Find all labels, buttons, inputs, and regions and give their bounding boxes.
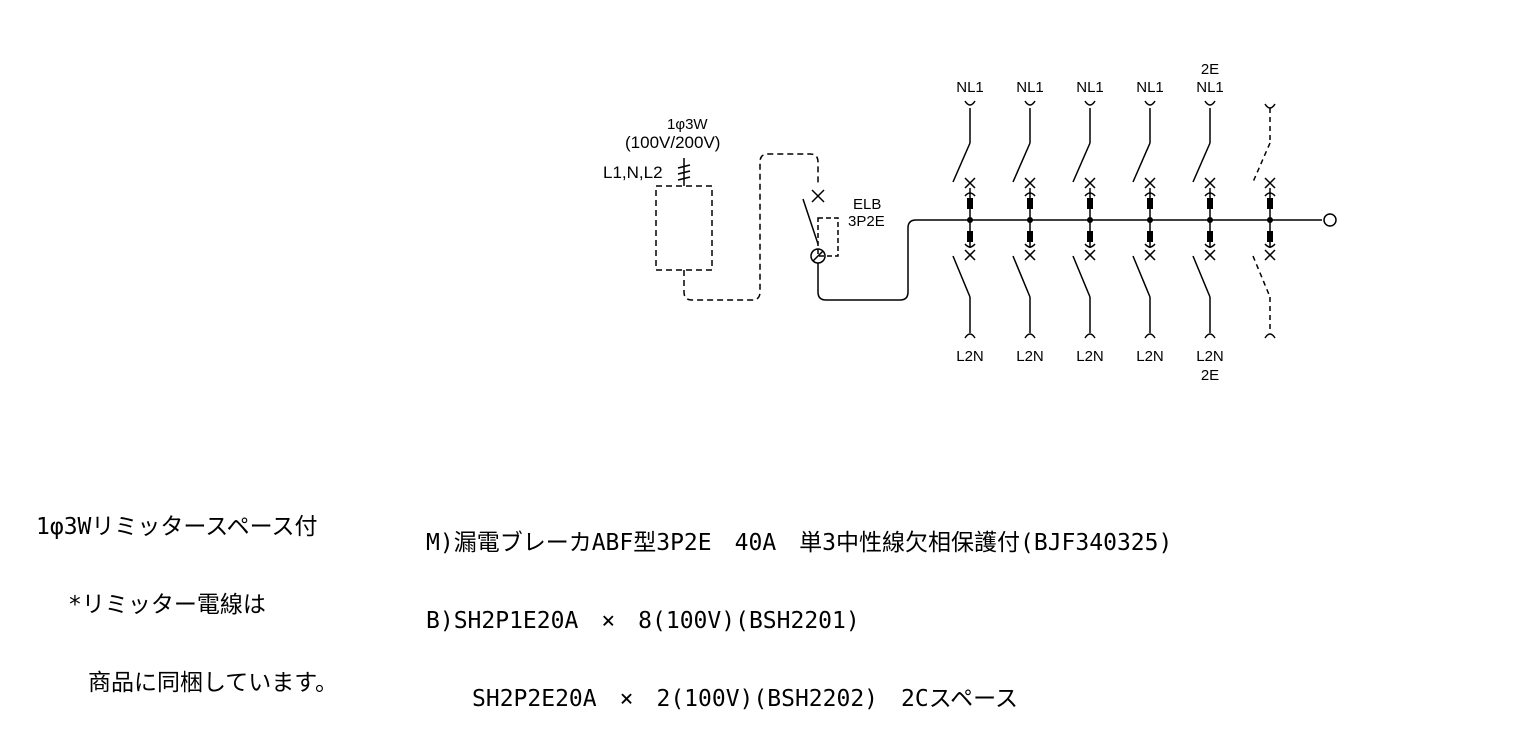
bottom-terminal bbox=[1024, 333, 1036, 339]
top-terminal bbox=[964, 100, 976, 106]
bus-bar-terminal bbox=[1323, 213, 1337, 227]
lower-x-mark bbox=[1204, 249, 1216, 261]
limiter-note-line3: 商品に同梱しています。 bbox=[88, 670, 339, 696]
wiring-diagram: 1φ3W (100V/200V) L1,N,L2 ELB 3P2E NL1L2N… bbox=[603, 61, 1337, 384]
upper-x-mark bbox=[1264, 177, 1276, 189]
top-contact bbox=[1072, 142, 1091, 183]
top-circuit-label: NL1 bbox=[1136, 79, 1164, 96]
lower-arc bbox=[1144, 243, 1156, 248]
bus-junction-dot bbox=[1147, 217, 1153, 223]
top-contact bbox=[1252, 142, 1271, 183]
limiter-wire-dashed bbox=[683, 153, 819, 301]
bottom-terminal bbox=[964, 333, 976, 339]
main-breaker-type: 3P2E bbox=[848, 213, 885, 230]
spec-notes: M)漏電ブレーカABF型3P2E 40A 単3中性線欠相保護付(BJF34032… bbox=[426, 478, 1172, 738]
bottom-circuit-label: L2N bbox=[1196, 348, 1224, 365]
lower-x-mark bbox=[1024, 249, 1036, 261]
bottom-2e-label: 2E bbox=[1201, 367, 1219, 384]
upper-x-mark bbox=[1204, 177, 1216, 189]
three-wire-tick-marks bbox=[677, 158, 691, 186]
supply-lines-label: L1,N,L2 bbox=[603, 163, 663, 182]
lower-arc bbox=[1024, 243, 1036, 248]
top-circuit-label: NL1 bbox=[1196, 79, 1224, 96]
upper-junction-block bbox=[1207, 198, 1213, 209]
top-terminal bbox=[1204, 100, 1216, 106]
lower-x-mark bbox=[964, 249, 976, 261]
lower-x-mark bbox=[1084, 249, 1096, 261]
bottom-circuit-label: L2N bbox=[1016, 348, 1044, 365]
lower-arc bbox=[1264, 243, 1276, 248]
bottom-terminal bbox=[1264, 333, 1276, 339]
upper-x-mark bbox=[1144, 177, 1156, 189]
bottom-contact bbox=[1072, 255, 1091, 298]
top-circuit-label: NL1 bbox=[1016, 79, 1044, 96]
top-terminal bbox=[1024, 100, 1036, 106]
lower-junction-block bbox=[1027, 231, 1033, 242]
upper-junction-block bbox=[1087, 198, 1093, 209]
limiter-note-line2: *リミッター電線は bbox=[68, 592, 266, 618]
bottom-terminal bbox=[1144, 333, 1156, 339]
bus-junction-dot bbox=[1267, 217, 1273, 223]
lower-x-mark bbox=[1144, 249, 1156, 261]
branch-breaker bbox=[952, 100, 976, 339]
lower-junction-block bbox=[1087, 231, 1093, 242]
bottom-terminal bbox=[1084, 333, 1096, 339]
top-contact bbox=[952, 142, 971, 183]
top-terminal bbox=[1144, 100, 1156, 106]
upper-x-mark bbox=[964, 177, 976, 189]
spec-note-line3: SH2P2E20A × 2(100V)(BSH2202) 2Cスペース bbox=[472, 686, 1018, 712]
bottom-contact bbox=[952, 255, 971, 298]
bottom-contact bbox=[1252, 255, 1271, 298]
top-terminal bbox=[1084, 100, 1096, 106]
bottom-contact bbox=[1192, 255, 1211, 298]
top-circuit-label: NL1 bbox=[1076, 79, 1104, 96]
limiter-space-box bbox=[655, 185, 713, 271]
bus-junction-dot bbox=[967, 217, 973, 223]
upper-junction-block bbox=[1027, 198, 1033, 209]
bus-junction-dot bbox=[1087, 217, 1093, 223]
upper-junction-block bbox=[967, 198, 973, 209]
bus-junction-dot bbox=[1207, 217, 1213, 223]
top-circuit-label: NL1 bbox=[956, 79, 984, 96]
bus-junction-dot bbox=[1027, 217, 1033, 223]
lower-junction-block bbox=[967, 231, 973, 242]
spec-note-line2: B)SH2P1E20A × 8(100V)(BSH2201) bbox=[426, 608, 860, 634]
upper-junction-block bbox=[1267, 198, 1273, 209]
lower-junction-block bbox=[1147, 231, 1153, 242]
upper-junction-block bbox=[1147, 198, 1153, 209]
upper-x-mark bbox=[1084, 177, 1096, 189]
lower-junction-block bbox=[1267, 231, 1273, 242]
supply-voltage-label: (100V/200V) bbox=[625, 133, 720, 152]
top-2e-label: 2E bbox=[1201, 61, 1219, 78]
lower-arc bbox=[964, 243, 976, 248]
lower-junction-block bbox=[1207, 231, 1213, 242]
bottom-circuit-label: L2N bbox=[1076, 348, 1104, 365]
bottom-contact bbox=[1132, 255, 1151, 298]
main-breaker bbox=[802, 189, 917, 301]
bottom-circuit-label: L2N bbox=[1136, 348, 1164, 365]
limiter-note-line1: 1φ3Wリミッタースペース付 bbox=[36, 514, 318, 540]
top-contact bbox=[1012, 142, 1031, 183]
main-breaker-name: ELB bbox=[853, 196, 881, 213]
top-terminal bbox=[1264, 103, 1276, 109]
upper-x-mark bbox=[1024, 177, 1036, 189]
lower-arc bbox=[1084, 243, 1096, 248]
spec-note-line1: M)漏電ブレーカABF型3P2E 40A 単3中性線欠相保護付(BJF34032… bbox=[426, 530, 1173, 556]
supply-phase-label: 1φ3W bbox=[667, 116, 708, 133]
lower-arc bbox=[1204, 243, 1216, 248]
bottom-contact bbox=[1012, 255, 1031, 298]
top-contact bbox=[1192, 142, 1211, 183]
bottom-terminal bbox=[1204, 333, 1216, 339]
limiter-notes: 1φ3Wリミッタースペース付 *リミッター電線は 商品に同梱しています。 bbox=[36, 462, 338, 722]
lower-x-mark bbox=[1264, 249, 1276, 261]
top-contact bbox=[1132, 142, 1151, 183]
bottom-circuit-label: L2N bbox=[956, 348, 984, 365]
